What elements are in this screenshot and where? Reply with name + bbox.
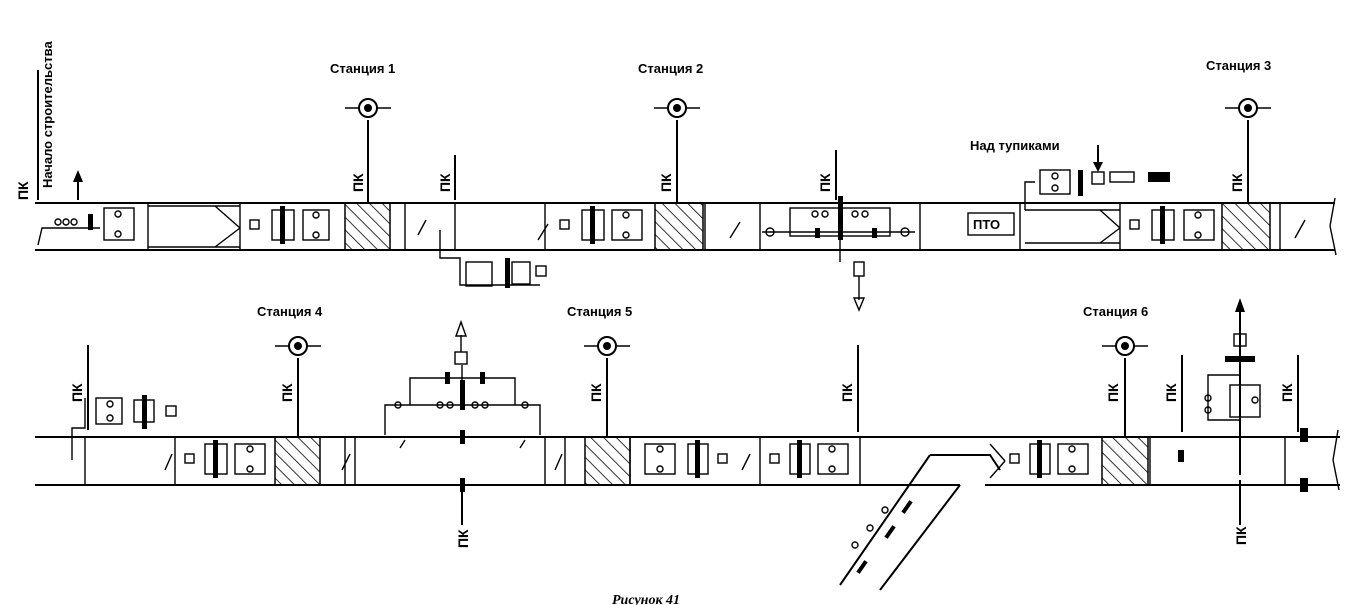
pk-marker-start: ПК [15,181,31,200]
pk-marker-right-1: ПК [1163,383,1179,402]
pk-marker-bottom-center: ПК [455,529,471,548]
top-station-symbols [37,70,1271,203]
station-2-label: Станция 2 [638,61,703,76]
top-equipment [37,145,1215,312]
pk-marker-mid2: ПК [817,173,833,192]
station-5-label: Станция 5 [567,304,632,319]
bottom-station-blocks [274,436,1149,486]
station-6-label: Станция 6 [1083,304,1148,319]
station-3-label: Станция 3 [1206,58,1271,73]
station-2-symbol [654,98,700,203]
pk-marker-st5: ПК [588,383,604,402]
bottom-station-symbols [87,336,1299,525]
pk-marker-mid-bottom: ПК [839,383,855,402]
station-5-symbol [584,336,630,437]
pk-marker-st2: ПК [658,173,674,192]
station-6-symbol [1102,336,1148,437]
top-station-blocks [344,202,1271,251]
station-4-label: Станция 4 [257,304,323,319]
pk-marker-left-bottom: ПК [69,383,85,402]
figure-caption: Рисунок 41 [612,593,680,605]
station-1-label: Станция 1 [330,61,395,76]
bottom-equipment [71,298,1308,492]
station-3-symbol [1225,98,1271,203]
pk-marker-mid1: ПК [437,173,453,192]
station-4-symbol [275,336,321,437]
construction-start-label: Начало строительства [40,41,55,188]
pto-label: ПТО [973,217,1000,232]
pk-marker-st4: ПК [279,383,295,402]
pk-marker-right-2: ПК [1279,383,1295,402]
pk-marker-st3: ПК [1229,173,1245,192]
pk-marker-st1: ПК [350,173,366,192]
over-dead-ends-label: Над тупиками [970,138,1060,153]
bottom-track-strip [35,429,1340,591]
pk-marker-bottom-right: ПК [1233,526,1249,545]
pk-marker-st6: ПК [1105,383,1121,402]
station-1-symbol [345,98,391,203]
